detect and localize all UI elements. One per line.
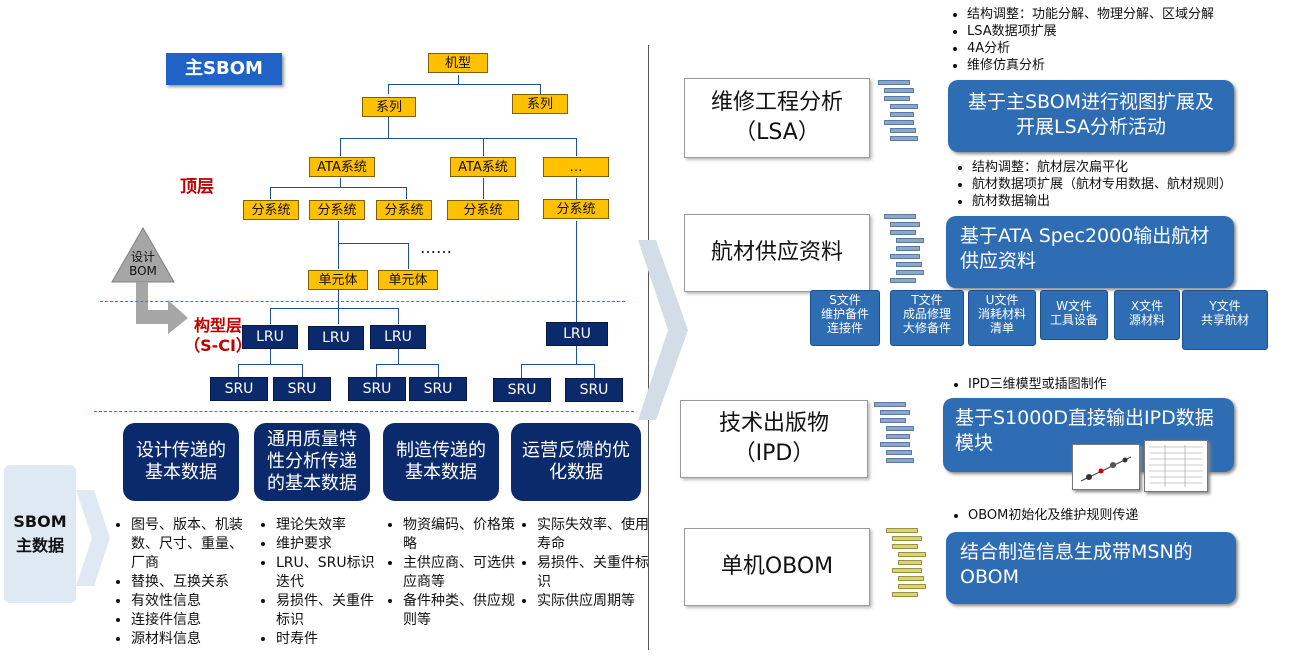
ipd-table-image — [1144, 440, 1208, 492]
ipd-illustration-image — [1072, 444, 1140, 490]
list-item: 时寿件 — [276, 630, 382, 649]
file-tab-y: Y文件 共享航材 — [1182, 290, 1268, 350]
category-manufacturing: 制造传递的 基本数据 — [383, 423, 499, 501]
file-tab-x: X文件 源材料 — [1114, 290, 1180, 340]
document-stack-icon — [878, 80, 918, 150]
tree-node-subsystem: 分系统 — [543, 199, 609, 219]
list-item: 易损件、关重件标识 — [276, 592, 382, 630]
tree-node-subsystem: 分系统 — [309, 200, 365, 220]
tree-node-subsystem: 分系统 — [447, 200, 519, 220]
tree-ellipsis: …… — [420, 238, 452, 257]
list-item: 航材数据输出 — [972, 193, 1296, 210]
ipd-bullets: IPD三维模型或插图制作 — [954, 376, 1268, 393]
sbom-main-data-box: SBOM 主数据 — [4, 465, 76, 603]
file-tab-u: U文件 消耗材料 清单 — [968, 290, 1036, 346]
list-item: 备件种类、供应规则等 — [403, 592, 517, 630]
tree-node-sru: SRU — [210, 377, 268, 401]
tree-node-subsystem: 分系统 — [243, 200, 299, 220]
list-item: 主供应商、可选供应商等 — [403, 554, 517, 592]
list-item: LRU、SRU标识迭代 — [276, 554, 382, 592]
list-item: 易损件、关重件标识 — [537, 554, 653, 592]
main-sbom-label: 主SBOM — [166, 53, 282, 85]
tree-node-ata: … — [543, 157, 609, 177]
tree-node-ata: ATA系统 — [450, 157, 516, 177]
list-item: 源材料信息 — [131, 630, 249, 649]
big-chevron-right-icon — [638, 240, 688, 420]
panel-divider — [648, 45, 649, 650]
tree-node-sru: SRU — [273, 377, 331, 401]
list-item: 结构调整：航材层次扁平化 — [972, 159, 1296, 176]
tree-node-sru: SRU — [409, 377, 467, 401]
file-tab-s: S文件 维护备件 连接件 — [810, 290, 880, 346]
design-bom-label: 设计 BOM — [129, 250, 157, 278]
top-layer-label: 顶层 — [180, 177, 214, 197]
list-item: 替换、互换关系 — [131, 573, 249, 592]
ipd-title-box: 技术出版物 （IPD） — [680, 400, 868, 478]
chevron-right-icon — [76, 490, 110, 586]
list-item: 航材数据项扩展（航材专用数据、航材规则） — [972, 176, 1296, 193]
layer-divider — [94, 411, 634, 412]
tree-node-root: 机型 — [428, 53, 488, 73]
tree-node-sru: SRU — [565, 378, 623, 402]
tree-node-lru: LRU — [546, 322, 608, 346]
tree-node-ata: ATA系统 — [309, 157, 375, 177]
spares-bullets: 结构调整：航材层次扁平化 航材数据项扩展（航材专用数据、航材规则） 航材数据输出 — [958, 159, 1296, 210]
spares-action-box: 基于ATA Spec2000输出航材供应资料 — [946, 216, 1234, 288]
layer-divider — [100, 301, 625, 302]
list-design: 图号、版本、机装数、尺寸、重量、厂商 替换、互换关系 有效性信息 连接件信息 源… — [117, 516, 249, 649]
list-item: 实际供应周期等 — [537, 592, 653, 611]
document-stack-icon — [884, 214, 924, 290]
list-operations: 实际失效率、使用寿命 易损件、关重件标识 实际供应周期等 — [523, 516, 653, 611]
list-item: 结构调整：功能分解、物理分解、区域分解 — [967, 6, 1296, 23]
file-tab-t: T文件 成品修理 大修备件 — [890, 290, 964, 346]
config-layer-label: 构型层 （S-CI） — [184, 316, 252, 355]
tree-node-series: 系列 — [512, 94, 568, 114]
list-item: 维护要求 — [276, 535, 382, 554]
tree-node-sru: SRU — [493, 378, 551, 402]
tree-node-series: 系列 — [362, 97, 416, 117]
obom-title-box: 单机OBOM — [684, 528, 870, 606]
list-item: 4A分析 — [967, 40, 1296, 57]
obom-bullets: OBOM初始化及维护规则传递 — [954, 507, 1268, 524]
document-stack-icon — [886, 528, 926, 604]
document-stack-icon — [874, 402, 914, 472]
list-item: 维修仿真分析 — [967, 57, 1296, 74]
tree-node-lru: LRU — [370, 325, 426, 349]
obom-action-box: 结合制造信息生成带MSN的OBOM — [946, 532, 1236, 604]
list-item: IPD三维模型或插图制作 — [968, 376, 1268, 393]
list-item: 物资编码、价格策略 — [403, 516, 517, 554]
list-item: 连接件信息 — [131, 611, 249, 630]
spares-title-box: 航材供应资料 — [684, 214, 870, 292]
list-item: 有效性信息 — [131, 592, 249, 611]
list-manufacturing: 物资编码、价格策略 主供应商、可选供应商等 备件种类、供应规则等 — [389, 516, 517, 630]
tree-node-unit: 单元体 — [308, 270, 368, 290]
list-item: 图号、版本、机装数、尺寸、重量、厂商 — [131, 516, 249, 573]
lsa-title-box: 维修工程分析 （LSA） — [684, 78, 870, 158]
list-quality: 理论失效率 维护要求 LRU、SRU标识迭代 易损件、关重件标识 时寿件 — [262, 516, 382, 649]
tree-node-unit: 单元体 — [378, 270, 438, 290]
tree-node-sru: SRU — [348, 377, 406, 401]
category-design: 设计传递的 基本数据 — [123, 423, 239, 501]
tree-node-subsystem: 分系统 — [376, 200, 432, 220]
list-item: 实际失效率、使用寿命 — [537, 516, 653, 554]
tree-node-lru: LRU — [242, 325, 298, 349]
lsa-bullets: 结构调整：功能分解、物理分解、区域分解 LSA数据项扩展 4A分析 维修仿真分析 — [953, 6, 1296, 74]
category-quality: 通用质量特 性分析传递 的基本数据 — [254, 423, 370, 501]
file-tab-w: W文件 工具设备 — [1040, 290, 1108, 340]
lsa-action-box: 基于主SBOM进行视图扩展及开展LSA分析活动 — [948, 80, 1234, 152]
list-item: LSA数据项扩展 — [967, 23, 1296, 40]
category-operations: 运营反馈的优 化数据 — [511, 423, 641, 501]
list-item: 理论失效率 — [276, 516, 382, 535]
tree-node-lru: LRU — [308, 326, 364, 350]
arrow-right-icon — [136, 282, 188, 334]
list-item: OBOM初始化及维护规则传递 — [968, 507, 1268, 524]
